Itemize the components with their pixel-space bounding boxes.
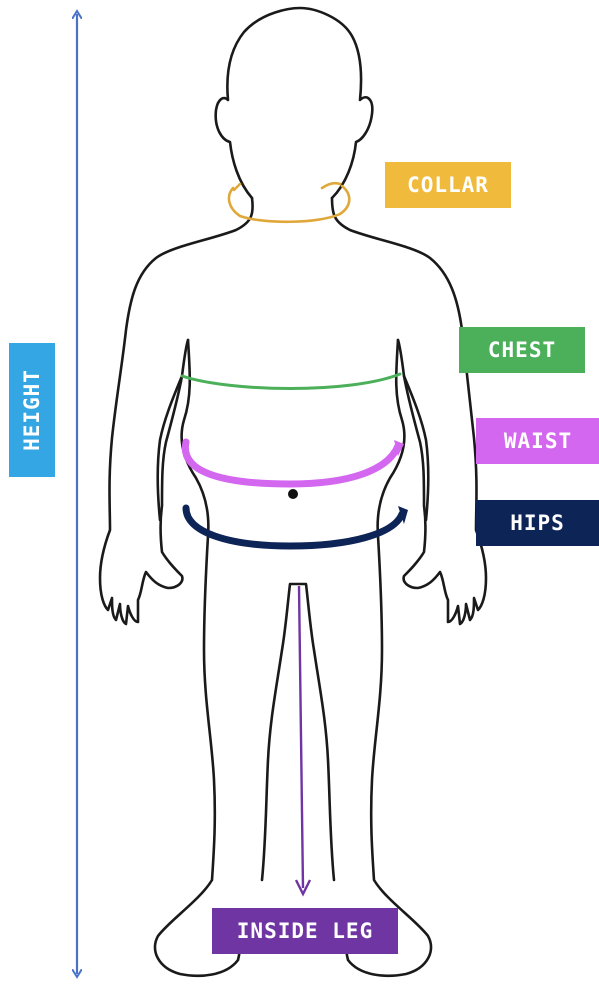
- inner-legs-outline: [262, 584, 334, 880]
- navel-dot: [288, 489, 298, 499]
- head-outline: [216, 8, 373, 198]
- right-side-outline: [332, 198, 486, 624]
- chest-measure-line: [182, 374, 400, 389]
- hips-measure-arrow: [186, 506, 408, 546]
- chest-label: CHEST: [459, 327, 585, 373]
- waist-label: WAIST: [476, 418, 599, 464]
- waist-measure-arrow: [185, 440, 404, 484]
- left-side-outline: [100, 198, 253, 624]
- inside-leg-arrow: [296, 586, 310, 894]
- hips-label: HIPS: [476, 500, 599, 546]
- height-label-text: HEIGHT: [20, 369, 44, 451]
- inside-leg-label: INSIDE LEG: [212, 908, 398, 954]
- collar-label: COLLAR: [385, 162, 511, 208]
- height-label: HEIGHT: [9, 343, 55, 477]
